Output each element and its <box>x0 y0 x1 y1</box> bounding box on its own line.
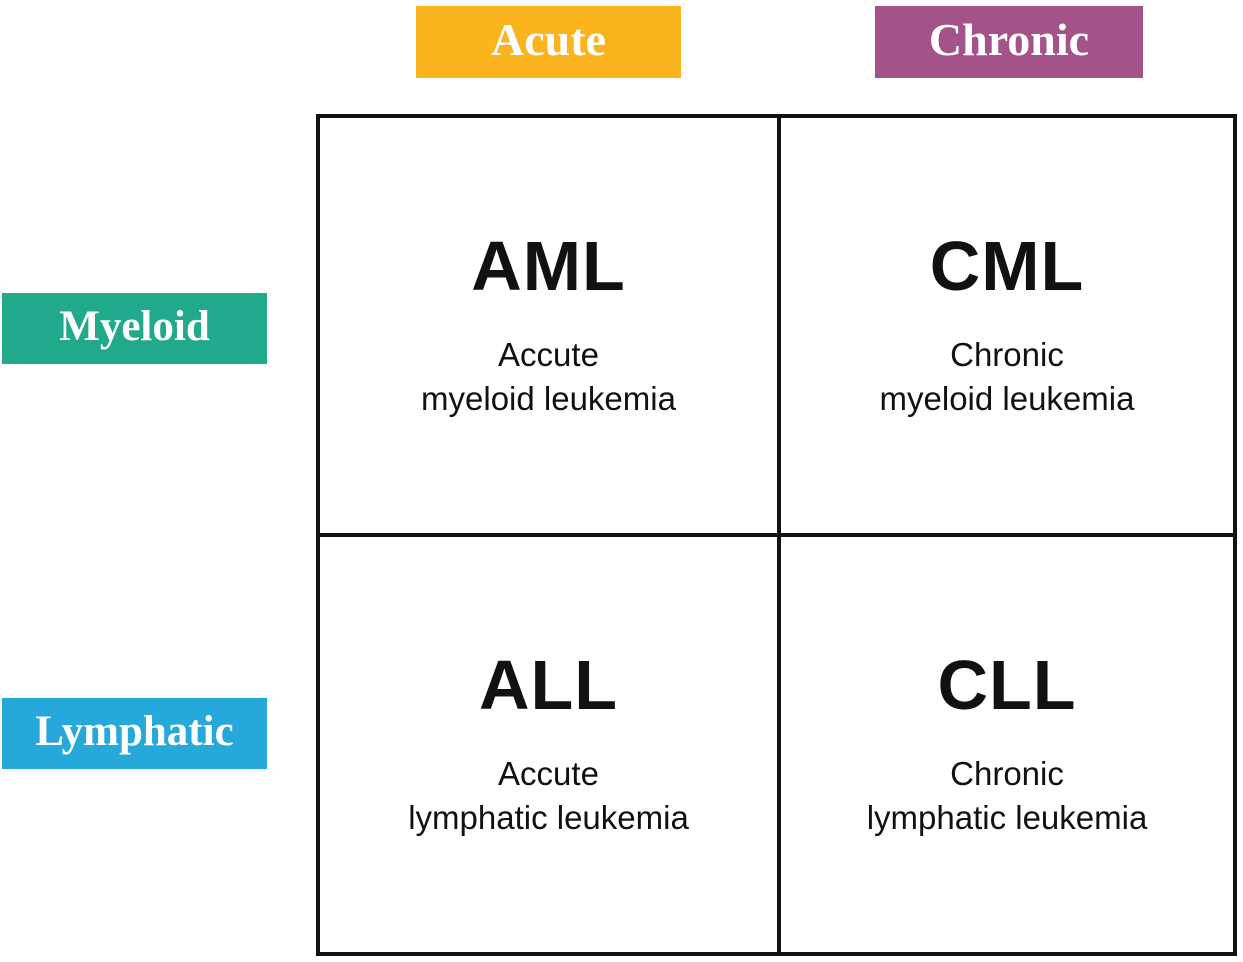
cell-aml: AML Accute myeloid leukemia <box>320 118 781 537</box>
row-header-lymphatic: Lymphatic <box>2 698 267 769</box>
cell-aml-full-name: Accute myeloid leukemia <box>421 335 676 417</box>
cell-cml-full-name: Chronic myeloid leukemia <box>879 335 1135 417</box>
cell-cml: CML Chronic myeloid leukemia <box>781 118 1233 537</box>
matrix-grid: AML Accute myeloid leukemia CML Chronic … <box>316 114 1237 956</box>
column-header-chronic-label: Chronic <box>928 14 1090 65</box>
row-header-myeloid-label: Myeloid <box>59 303 210 350</box>
cell-all-full-name: Accute lymphatic leukemia <box>408 754 689 836</box>
cell-cll: CLL Chronic lymphatic leukemia <box>781 537 1233 952</box>
row-header-lymphatic-label: Lymphatic <box>35 708 234 755</box>
column-header-chronic: Chronic <box>875 6 1143 78</box>
column-header-acute: Acute <box>416 6 681 78</box>
cell-all: ALL Accute lymphatic leukemia <box>320 537 781 952</box>
cell-cll-full-name: Chronic lymphatic leukemia <box>866 754 1148 836</box>
cell-aml-abbreviation: AML <box>471 226 626 305</box>
row-header-myeloid: Myeloid <box>2 293 267 364</box>
cell-cll-abbreviation: CLL <box>937 645 1077 724</box>
cell-cml-abbreviation: CML <box>929 226 1085 305</box>
cell-all-abbreviation: ALL <box>478 645 619 724</box>
column-header-acute-label: Acute <box>491 14 606 65</box>
